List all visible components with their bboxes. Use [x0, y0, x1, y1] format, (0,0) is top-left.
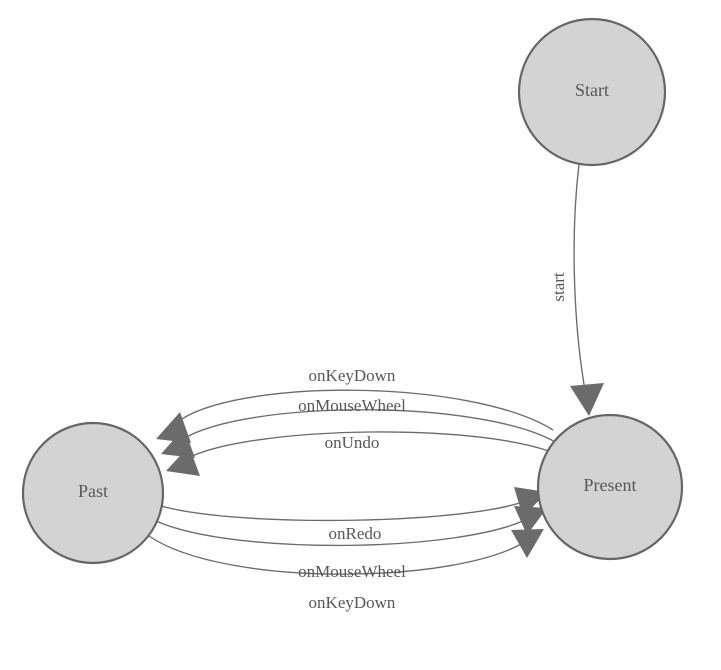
edge-label-past-to-present-onmousewheel: onMouseWheel: [298, 562, 406, 581]
arrowhead-start-to-present: [570, 383, 604, 416]
edge-start-to-present-path: [573, 163, 587, 397]
edge-past-to-present-onredo-path: [160, 499, 529, 522]
arrowhead-past-to-present-onkeydown: [511, 529, 544, 558]
node-past-shape: [21, 421, 165, 565]
edge-label-present-to-past-onkeydown: onKeyDown: [309, 366, 396, 385]
edge-start-to-present[interactable]: [570, 163, 604, 416]
edge-past-to-present-onmousewheel-path: [155, 517, 530, 547]
edge-label-present-to-past-onundo: onUndo: [325, 433, 380, 452]
edge-label-present-to-past-onmousewheel: onMouseWheel: [298, 396, 406, 415]
edge-label-past-to-present-onredo: onRedo: [329, 524, 382, 543]
edge-past-to-present-onredo[interactable]: [160, 487, 547, 522]
node-present-label: Present: [584, 475, 637, 495]
edge-past-to-present-onkeydown-path: [148, 535, 527, 575]
edge-present-to-past-onmousewheel-path: [179, 409, 558, 444]
node-past[interactable]: Past: [21, 421, 165, 565]
edge-label-past-to-present-onkeydown: onKeyDown: [309, 593, 396, 612]
edge-present-to-past-onundo[interactable]: [166, 431, 562, 476]
arrowhead-past-to-present-onmousewheel: [514, 506, 547, 535]
edge-past-to-present-onkeydown[interactable]: [148, 529, 544, 575]
edge-present-to-past-onkeydown-path: [174, 389, 554, 431]
edge-label-start: start: [549, 272, 568, 302]
arrowhead-present-to-past-onundo: [166, 446, 200, 476]
node-start-label: Start: [575, 80, 609, 100]
node-present[interactable]: Present: [536, 413, 684, 561]
node-past-label: Past: [78, 481, 108, 501]
node-start[interactable]: Start: [517, 17, 667, 167]
node-present-shape: [536, 413, 684, 561]
edge-past-to-present-onmousewheel[interactable]: [155, 506, 547, 547]
edge-present-to-past-onundo-path: [185, 431, 562, 460]
node-start-shape: [517, 17, 667, 167]
